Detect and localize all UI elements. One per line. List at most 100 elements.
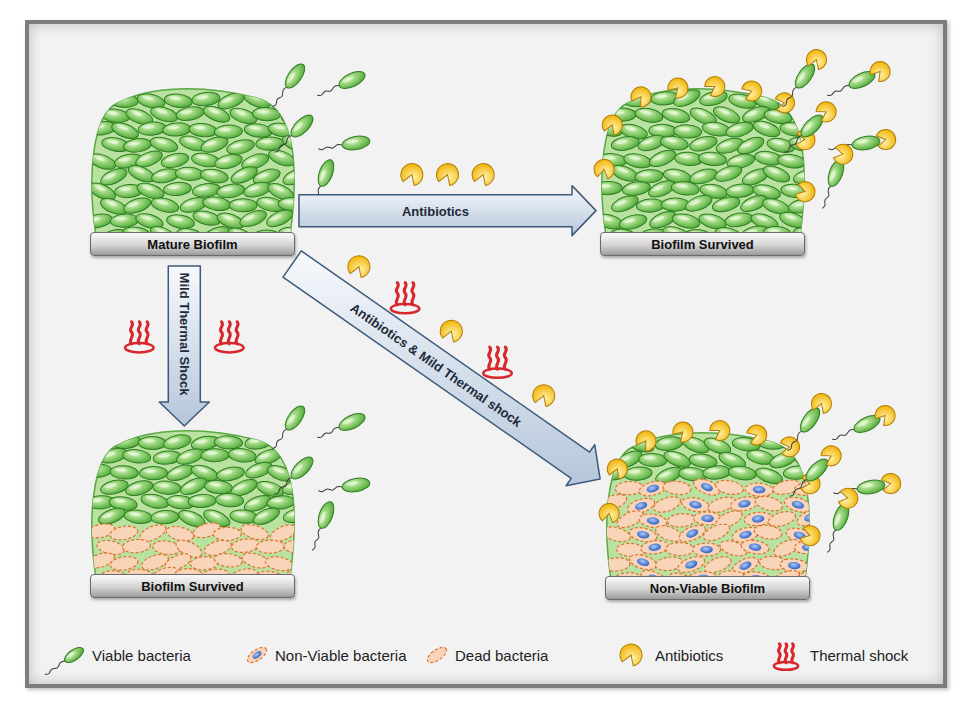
cell-shine [755, 214, 768, 222]
cell-shine [745, 109, 758, 117]
antibiotic [600, 112, 625, 137]
cell-shine [88, 466, 101, 471]
cell [609, 192, 640, 215]
bacterium [601, 524, 631, 544]
cell-shine [116, 437, 129, 442]
cell-shine [127, 141, 140, 147]
cell [671, 180, 700, 196]
cell-shine [272, 184, 285, 193]
cell-shine [119, 187, 132, 192]
bacterium [213, 527, 241, 541]
legend-item: Thermal shock [770, 641, 908, 669]
cell [126, 162, 157, 185]
cell [680, 496, 710, 514]
biofilm-illustration [598, 391, 903, 592]
bacterium [680, 496, 710, 514]
bacterium [110, 465, 139, 480]
cell-shine [784, 124, 797, 130]
cell [83, 463, 112, 478]
cell [140, 492, 170, 511]
antibiotic [633, 427, 660, 454]
cell [201, 103, 232, 126]
cell-shine [234, 511, 247, 516]
cell-shine [205, 170, 218, 176]
bacterium [110, 94, 138, 108]
cell-shine [319, 169, 327, 182]
cell-shine [718, 107, 731, 116]
cell-shine [114, 216, 127, 221]
cell-shine [93, 154, 106, 162]
cell-shine [655, 94, 668, 99]
cell-shine [626, 184, 639, 190]
cell-shine [693, 172, 706, 179]
legend-icon [770, 641, 804, 669]
bacterium [122, 195, 153, 216]
cell [264, 555, 294, 573]
cell-shine [155, 107, 168, 114]
cell-shine [773, 455, 786, 463]
cell [162, 432, 192, 451]
bacterium [281, 477, 311, 497]
heat-wave [236, 322, 238, 344]
bacterium [225, 137, 255, 157]
cell-shine [197, 212, 210, 219]
cell-shine [92, 438, 105, 445]
cell-shine [230, 142, 243, 149]
bacterium [315, 68, 368, 102]
cell [315, 158, 337, 189]
cell [87, 151, 118, 173]
bacterium [87, 151, 118, 173]
cell-shine [118, 156, 131, 162]
cell [110, 465, 139, 480]
bacterium [238, 207, 269, 229]
cell [112, 434, 141, 450]
flagellum [317, 84, 341, 97]
cell-shine [797, 172, 810, 178]
cell [164, 93, 193, 109]
cell-shine [220, 186, 233, 192]
bacterium [140, 492, 170, 511]
cell-shine [771, 139, 784, 146]
cell [190, 556, 219, 571]
cell [281, 165, 312, 188]
bacterium [268, 403, 309, 453]
bacterium [215, 493, 244, 508]
cell [62, 644, 86, 665]
bacterium [622, 180, 652, 197]
cell-shine [640, 201, 653, 206]
bacterium [778, 61, 819, 111]
bacterium [832, 478, 885, 500]
bacterium [213, 152, 243, 171]
heat-wave [504, 347, 506, 369]
cell-shine [219, 438, 232, 443]
cell-shine [91, 498, 104, 503]
cell-shine [87, 97, 100, 103]
antibiotic [740, 78, 764, 103]
bacterium [702, 465, 731, 480]
cell-shine [271, 498, 284, 503]
cell-shine [220, 495, 233, 500]
cell-core [738, 560, 752, 572]
cell-shine [707, 123, 720, 129]
cell [213, 527, 241, 541]
bacterium [783, 405, 824, 455]
antibiotic [665, 74, 692, 101]
cell-shine [679, 154, 692, 159]
bacterium [138, 436, 166, 450]
bacterium [671, 180, 700, 196]
cell-shine [261, 482, 274, 490]
cell-shine [639, 109, 652, 115]
bacterium [228, 447, 257, 463]
bacterium [188, 122, 217, 138]
cell-shine [180, 109, 193, 115]
bacterium [667, 513, 696, 529]
cell-shine [106, 139, 119, 145]
cell-shine [286, 482, 299, 489]
bacterium [270, 92, 298, 105]
flagellum [827, 84, 851, 97]
cell-shine [733, 95, 746, 102]
cell-shine [757, 185, 770, 192]
